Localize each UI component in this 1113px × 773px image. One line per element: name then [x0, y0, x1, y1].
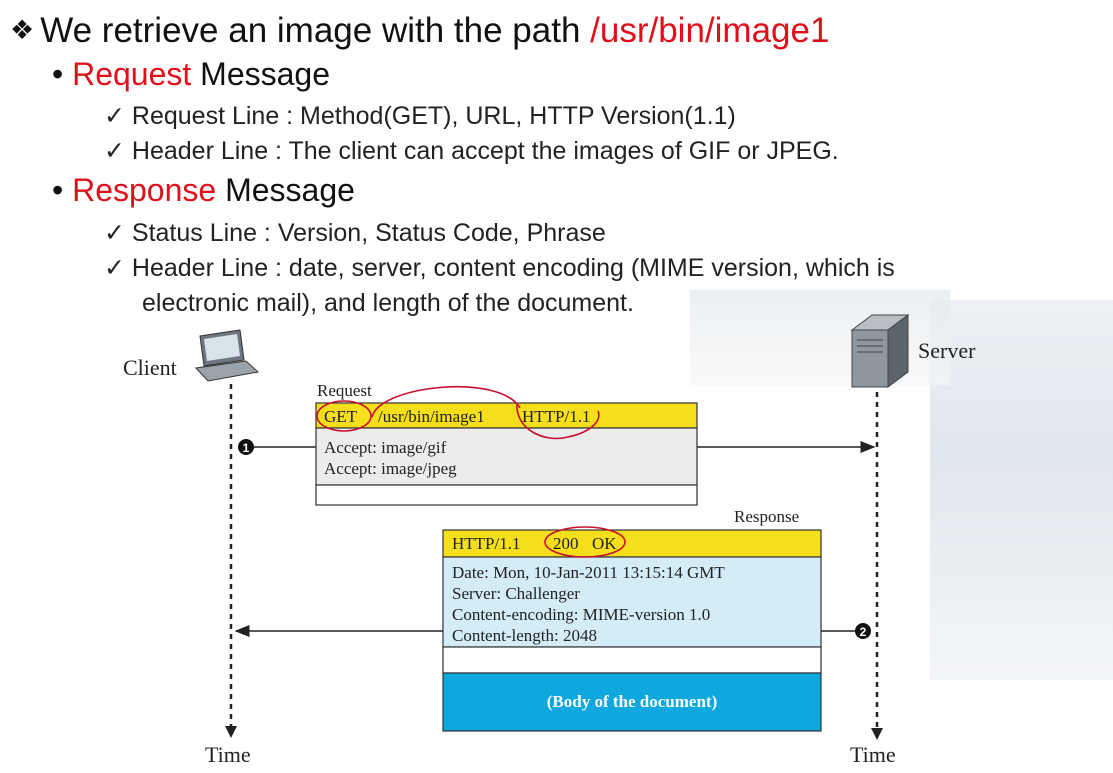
bullet-dot-icon: • — [52, 56, 73, 92]
version-annotation-arc — [516, 402, 600, 440]
status-phrase: OK — [592, 534, 617, 553]
response-body-box — [442, 672, 822, 732]
time-label-client: Time — [205, 742, 251, 767]
request-title-rest: Message — [191, 56, 331, 92]
request-version: HTTP/1.1 — [522, 407, 590, 426]
step-1-number: 1 — [243, 441, 250, 455]
heading-text: We retrieve an image with the path — [40, 11, 591, 50]
response-headers-box — [442, 556, 822, 648]
method-annotation-circle — [316, 400, 372, 432]
header-line-item: ✓ Header Line : The client can accept th… — [104, 137, 839, 165]
response-title-rest: Message — [216, 172, 355, 208]
request-header-1: Accept: image/gif — [324, 438, 447, 457]
time-label-server: Time — [850, 742, 896, 767]
step-1-badge — [238, 439, 254, 455]
status-line-item: ✓ Status Line : Version, Status Code, Ph… — [104, 219, 606, 247]
response-caption: Response — [734, 507, 799, 526]
response-header-length: Content-length: 2048 — [452, 626, 597, 645]
client-label: Client — [123, 355, 177, 380]
response-message-title: • Response Message — [52, 171, 355, 209]
diamond-bullet-icon: ❖ — [10, 15, 35, 45]
background-photo — [930, 300, 1113, 680]
server-time-arrow-icon — [871, 728, 883, 740]
slide-heading: ❖We retrieve an image with the path /usr… — [10, 8, 829, 53]
heading-path: /usr/bin/image1 — [590, 11, 830, 50]
response-header-line-item: ✓ Header Line : date, server, content en… — [104, 254, 895, 282]
request-blank-line — [315, 484, 698, 506]
request-line-item: ✓ Request Line : Method(GET), URL, HTTP … — [104, 102, 736, 130]
response-header-server: Server: Challenger — [452, 584, 580, 603]
status-annotation-circle — [544, 526, 626, 558]
client-time-arrow-icon — [225, 726, 237, 738]
request-title-red: Request — [72, 56, 192, 92]
laptop-icon — [194, 329, 260, 382]
request-method: GET — [324, 407, 358, 426]
status-version: HTTP/1.1 — [452, 534, 520, 553]
response-body-label: (Body of the document) — [547, 692, 717, 711]
status-code: 200 — [553, 534, 579, 553]
response-header-date: Date: Mon, 10-Jan-2011 13:15:14 GMT — [452, 563, 725, 582]
request-url: /usr/bin/image1 — [378, 407, 485, 426]
step-2-number: 2 — [860, 625, 867, 639]
request-message-title: • Request Message — [52, 55, 330, 93]
response-title-red: Response — [72, 172, 217, 208]
request-header-2: Accept: image/jpeg — [324, 459, 457, 478]
server-icon — [850, 314, 910, 388]
step-2-badge — [855, 623, 871, 639]
server-label: Server — [918, 338, 976, 363]
response-header-encoding: Content-encoding: MIME-version 1.0 — [452, 605, 710, 624]
response-header-line-continuation: electronic mail), and length of the docu… — [142, 289, 634, 317]
bullet-dot-icon: • — [52, 172, 73, 208]
request-headers-box — [315, 427, 698, 486]
response-blank-line — [442, 646, 822, 674]
url-annotation-arc — [371, 385, 521, 418]
status-line-bar — [442, 529, 822, 558]
request-caption: Request — [317, 381, 372, 400]
